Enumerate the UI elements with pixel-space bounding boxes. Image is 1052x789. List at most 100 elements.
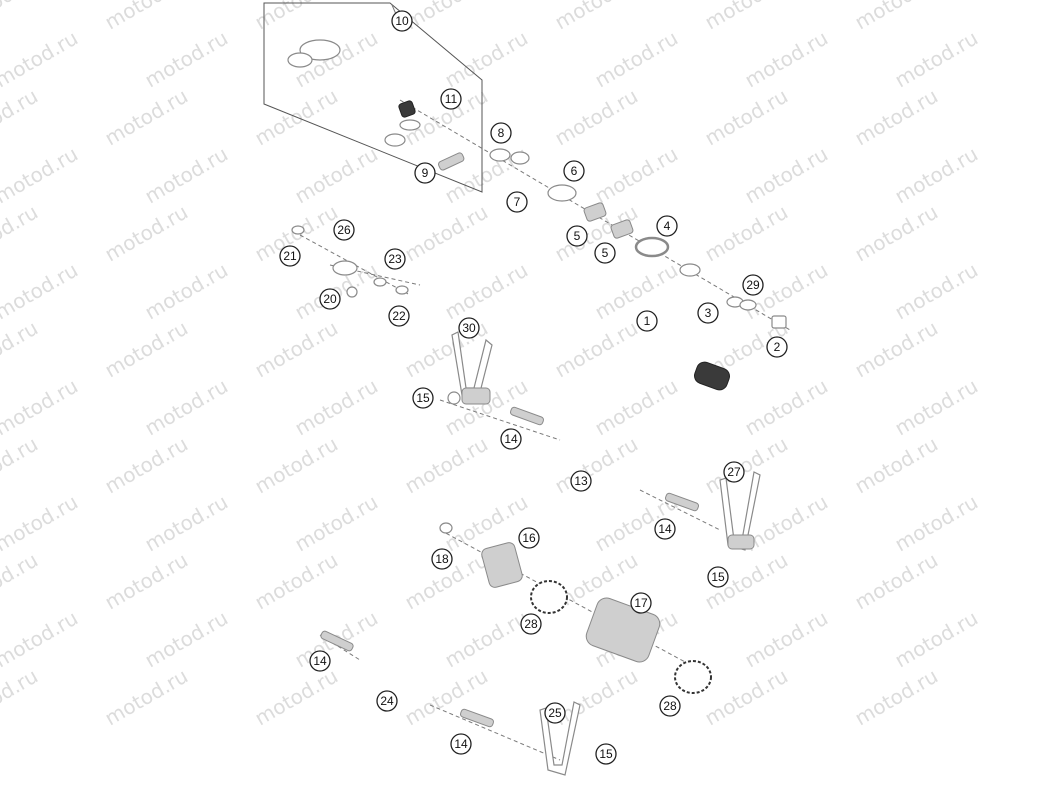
watermark-text: motod.ru (101, 0, 192, 34)
svg-text:14: 14 (504, 432, 518, 446)
watermark-text: motod.ru (0, 606, 82, 673)
callout-13: 13 (570, 470, 592, 492)
watermark-text: motod.ru (0, 84, 42, 151)
callout-14a: 14 (500, 428, 522, 450)
watermark-text: motod.ru (701, 200, 792, 267)
watermark-text: motod.ru (101, 548, 192, 615)
watermark-text: motod.ru (0, 664, 42, 731)
callout-6: 6 (563, 160, 585, 182)
callout-16: 16 (518, 527, 540, 549)
watermark-text: motod.ru (251, 316, 342, 383)
leader-lines (299, 99, 791, 761)
watermark-text: motod.ru (551, 664, 642, 731)
watermark-text: motod.ru (441, 374, 532, 441)
svg-text:15: 15 (599, 747, 613, 761)
callout-24: 24 (376, 690, 398, 712)
svg-text:1: 1 (644, 314, 651, 328)
watermark-text: motod.ru (891, 374, 982, 441)
watermark-text: motod.ru (101, 200, 192, 267)
svg-text:30: 30 (462, 321, 476, 335)
callout-30: 30 (458, 317, 480, 339)
watermark-text: motod.ru (891, 258, 982, 325)
watermark-text: motod.ru (0, 26, 82, 93)
watermark-text: motod.ru (851, 432, 942, 499)
watermark-text: motod.ru (551, 316, 642, 383)
watermark-text: motod.ru (101, 432, 192, 499)
watermark-text: motod.ru (741, 26, 832, 93)
watermark-text: motod.ru (141, 142, 232, 209)
watermark-text: motod.ru (851, 84, 942, 151)
svg-text:8: 8 (498, 126, 505, 140)
callout-3: 3 (697, 302, 719, 324)
watermark-text: motod.ru (251, 664, 342, 731)
svg-text:25: 25 (548, 706, 562, 720)
callout-23: 23 (384, 248, 406, 270)
watermark-text: motod.ru (251, 548, 342, 615)
svg-text:24: 24 (380, 694, 394, 708)
inset-frame (263, 2, 483, 193)
watermark-text: motod.ru (741, 374, 832, 441)
svg-text:5: 5 (602, 246, 609, 260)
watermark-text: motod.ru (551, 84, 642, 151)
callout-29: 29 (742, 274, 764, 296)
svg-text:14: 14 (454, 737, 468, 751)
svg-text:28: 28 (524, 617, 538, 631)
svg-text:4: 4 (664, 219, 671, 233)
svg-text:17: 17 (634, 596, 648, 610)
watermark-text: motod.ru (0, 200, 42, 267)
watermark-text: motod.ru (551, 432, 642, 499)
watermark-text: motod.ru (0, 374, 82, 441)
watermark-text: motod.ru (141, 374, 232, 441)
watermark-text: motod.ru (291, 490, 382, 557)
watermark-text: motod.ru (101, 316, 192, 383)
watermark-text: motod.ru (891, 606, 982, 673)
watermark-text: motod.ru (701, 0, 792, 34)
callout-25: 25 (544, 702, 566, 724)
callout-7: 7 (506, 191, 528, 213)
callout-22: 22 (388, 305, 410, 327)
watermark-text: motod.ru (401, 432, 492, 499)
watermark-text: motod.ru (291, 374, 382, 441)
watermark-text: motod.ru (141, 258, 232, 325)
watermark-text: motod.ru (101, 664, 192, 731)
callout-15a: 15 (412, 387, 434, 409)
watermark-text: motod.ru (851, 548, 942, 615)
svg-text:26: 26 (337, 223, 351, 237)
watermark-text: motod.ru (141, 606, 232, 673)
svg-text:20: 20 (323, 292, 337, 306)
callout-15c: 15 (595, 743, 617, 765)
callout-15b: 15 (707, 566, 729, 588)
callout-28a: 28 (520, 613, 542, 635)
watermark-text: motod.ru (401, 200, 492, 267)
watermark-text: motod.ru (851, 200, 942, 267)
svg-text:27: 27 (727, 465, 741, 479)
svg-text:15: 15 (416, 391, 430, 405)
watermark-text: motod.ru (0, 258, 82, 325)
svg-text:5: 5 (574, 229, 581, 243)
callout-28b: 28 (659, 695, 681, 717)
callouts: 10 11 8 9 6 7 5 5 4 29 3 1 2 26 21 23 20… (279, 10, 788, 765)
svg-text:16: 16 (522, 531, 536, 545)
watermark-text: motod.ru (591, 26, 682, 93)
watermark-text: motod.ru (591, 142, 682, 209)
watermark-text: motod.ru (891, 142, 982, 209)
watermark-text: motod.ru (891, 490, 982, 557)
svg-text:3: 3 (705, 306, 712, 320)
watermark-text: motod.ru (891, 26, 982, 93)
svg-text:15: 15 (711, 570, 725, 584)
callout-5b: 5 (594, 242, 616, 264)
svg-text:13: 13 (574, 474, 588, 488)
callout-14d: 14 (450, 733, 472, 755)
callout-14c: 14 (309, 650, 331, 672)
svg-text:9: 9 (422, 166, 429, 180)
svg-text:23: 23 (388, 252, 402, 266)
svg-text:29: 29 (746, 278, 760, 292)
watermark-text: motod.ru (851, 664, 942, 731)
watermark-text: motod.ru (701, 432, 792, 499)
watermark-text: motod.ru (0, 490, 82, 557)
svg-text:18: 18 (435, 552, 449, 566)
svg-text:11: 11 (445, 92, 458, 106)
svg-text:10: 10 (395, 14, 409, 28)
watermark-text: motod.ru (701, 84, 792, 151)
svg-text:14: 14 (313, 654, 327, 668)
